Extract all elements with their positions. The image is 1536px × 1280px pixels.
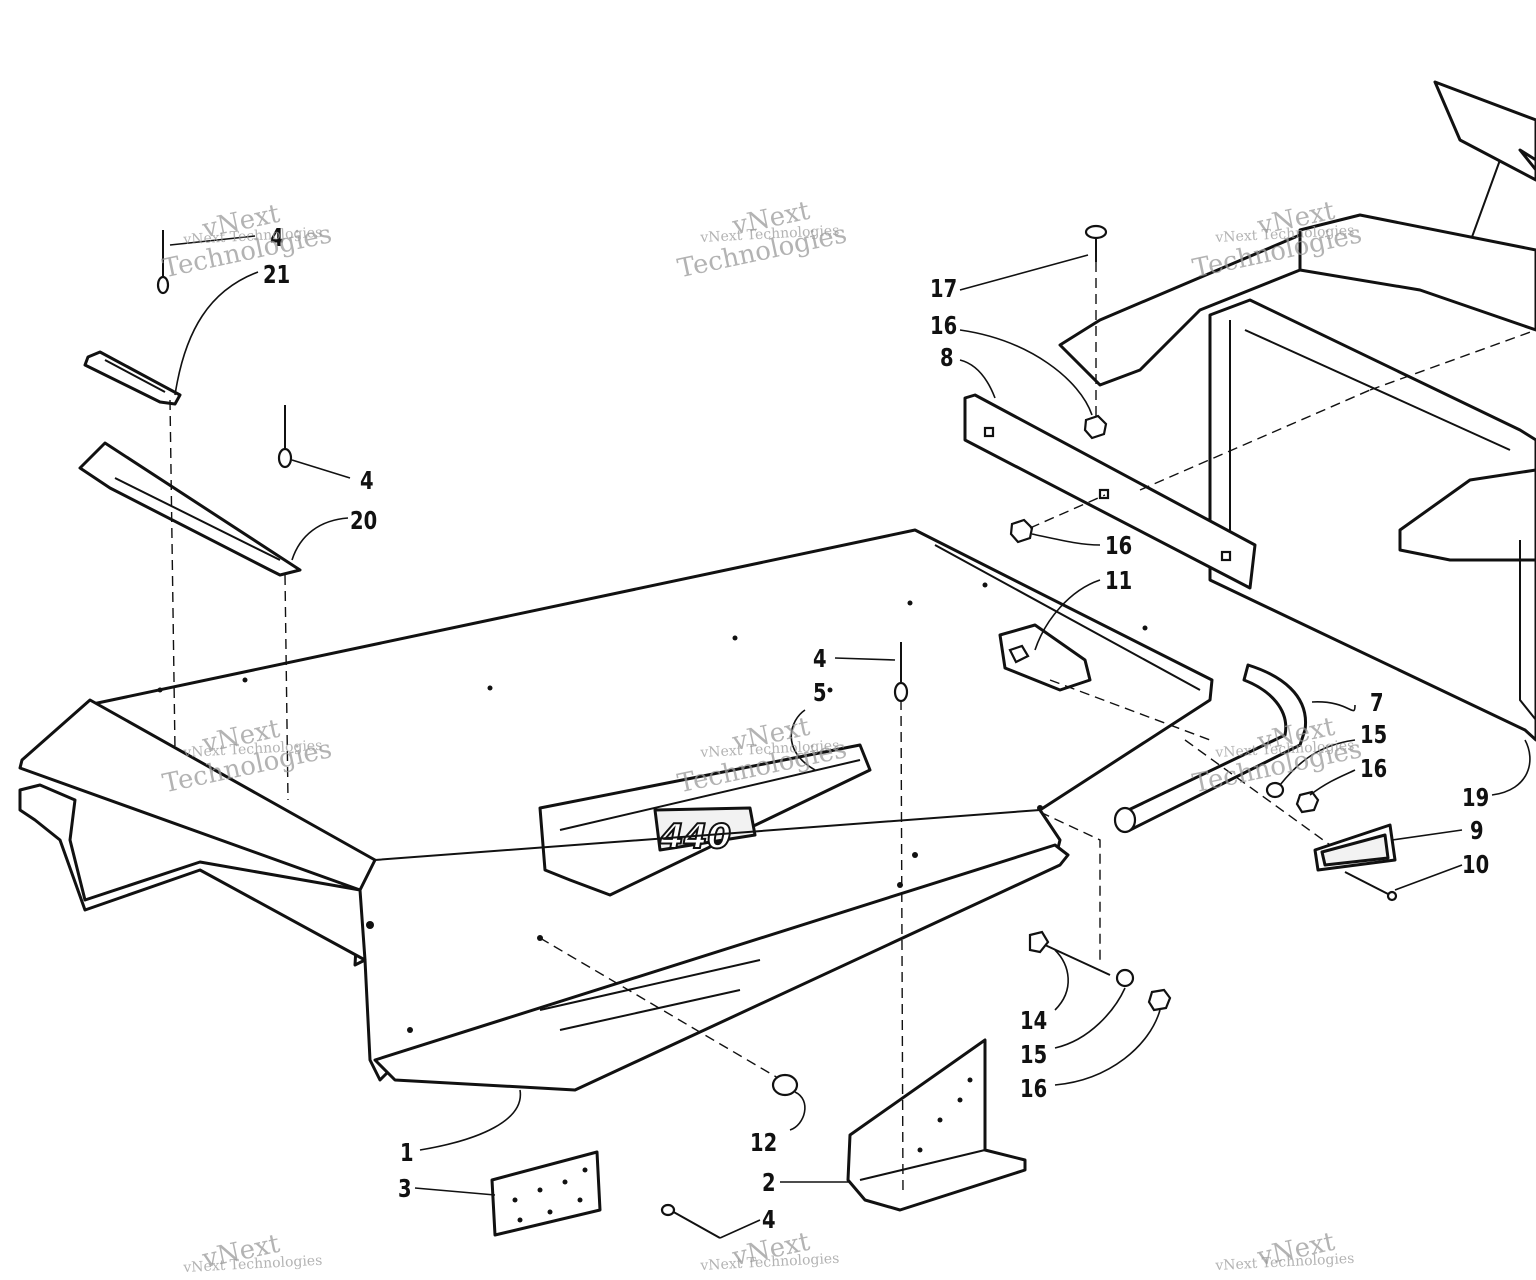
- callout-8: 8: [940, 343, 954, 372]
- leader-16b: [1031, 533, 1101, 546]
- tunnel-part-1: 440: [18, 528, 1214, 1092]
- centerline-bracket-21: [169, 399, 176, 751]
- leader-15a: [1279, 739, 1356, 786]
- callout-20: 20: [350, 506, 378, 535]
- leader-3: [414, 1187, 496, 1196]
- bracket-part-21: [83, 350, 182, 406]
- screw-part-10: [1344, 871, 1398, 902]
- leader-15b: [1054, 987, 1126, 1049]
- callout-17: 17: [930, 274, 958, 303]
- centerline-strap-8: [1029, 494, 1106, 529]
- leader-14: [1054, 949, 1069, 1011]
- bolt-part-17: [1084, 224, 1108, 262]
- nut-part-16d: [1147, 988, 1172, 1012]
- leader-4c: [834, 657, 896, 661]
- callout-15-lower: 15: [1020, 1040, 1048, 1069]
- callout-16-upper: 16: [930, 311, 958, 340]
- callout-3: 3: [398, 1174, 412, 1203]
- plate-part-3: [490, 1150, 602, 1237]
- centerline-frame: [1139, 329, 1536, 491]
- callout-15-upper: 15: [1360, 720, 1388, 749]
- nut-part-16c: [1295, 790, 1320, 814]
- callout-5: 5: [813, 678, 827, 707]
- callout-12: 12: [750, 1128, 778, 1157]
- callout-7: 7: [1370, 688, 1384, 717]
- leader-9: [1391, 829, 1463, 841]
- leader-4b: [291, 459, 351, 479]
- callout-10: 10: [1462, 850, 1490, 879]
- callout-19: 19: [1462, 783, 1490, 812]
- bracket-part-20: [78, 441, 302, 577]
- callout-11: 11: [1105, 566, 1133, 595]
- leader-8: [959, 359, 996, 399]
- callout-1: 1: [400, 1138, 414, 1167]
- callout-4-bottom: 4: [762, 1205, 776, 1234]
- leader-7: [1311, 701, 1356, 712]
- callout-2: 2: [762, 1168, 776, 1197]
- callout-4-center: 4: [813, 644, 827, 673]
- callout-4-top: 4: [270, 223, 284, 252]
- centerline-plug-12: [539, 937, 779, 1079]
- leader-21: [174, 271, 259, 396]
- callout-21: 21: [263, 260, 291, 289]
- nut-part-16a: [1083, 414, 1108, 440]
- bolt-part-14: [1028, 930, 1111, 976]
- callout-4-mid: 4: [360, 466, 374, 495]
- leader-11: [1034, 579, 1101, 651]
- rivet-part-4d: [660, 1203, 721, 1239]
- leader-5: [790, 709, 816, 771]
- tube-part-7: [1113, 663, 1308, 834]
- leader-4d: [719, 1219, 761, 1239]
- leader-16a: [959, 329, 1093, 416]
- strap-part-8: [963, 393, 1257, 590]
- centerline-bolt-14: [1039, 811, 1101, 965]
- leader-16c: [1309, 769, 1356, 796]
- callout-16-right: 16: [1360, 754, 1388, 783]
- leader-20: [291, 517, 349, 561]
- callout-14: 14: [1020, 1006, 1048, 1035]
- callout-9: 9: [1470, 816, 1484, 845]
- rivet-part-4c: [893, 642, 909, 703]
- washer-part-15a: [1265, 781, 1285, 799]
- bracket-part-2: [846, 1038, 1027, 1212]
- plug-part-12: [771, 1073, 799, 1097]
- callout-16-lower: 16: [1020, 1074, 1048, 1103]
- leader-4a: [169, 235, 256, 246]
- leader-16d: [1054, 1009, 1161, 1086]
- leader-12: [789, 1091, 806, 1131]
- centerline-reflector: [1184, 739, 1331, 846]
- rivet-part-4a: [156, 230, 170, 295]
- callout-16-strap: 16: [1105, 531, 1133, 560]
- reflector-part-9: [1313, 823, 1397, 872]
- washer-part-15b: [1115, 968, 1135, 988]
- leader-1: [419, 1089, 522, 1151]
- leader-10: [1394, 864, 1463, 891]
- rivet-part-4b: [277, 405, 293, 469]
- rear-frame-assembly: [1058, 80, 1536, 796]
- centerline-bolt-11: [1049, 679, 1211, 741]
- centerline-bracket-20: [284, 574, 289, 801]
- nut-part-16b: [1009, 518, 1034, 544]
- centerline-rivet-4c: [900, 699, 904, 1196]
- bolt-part-11: [998, 623, 1092, 692]
- leader-17: [959, 254, 1089, 291]
